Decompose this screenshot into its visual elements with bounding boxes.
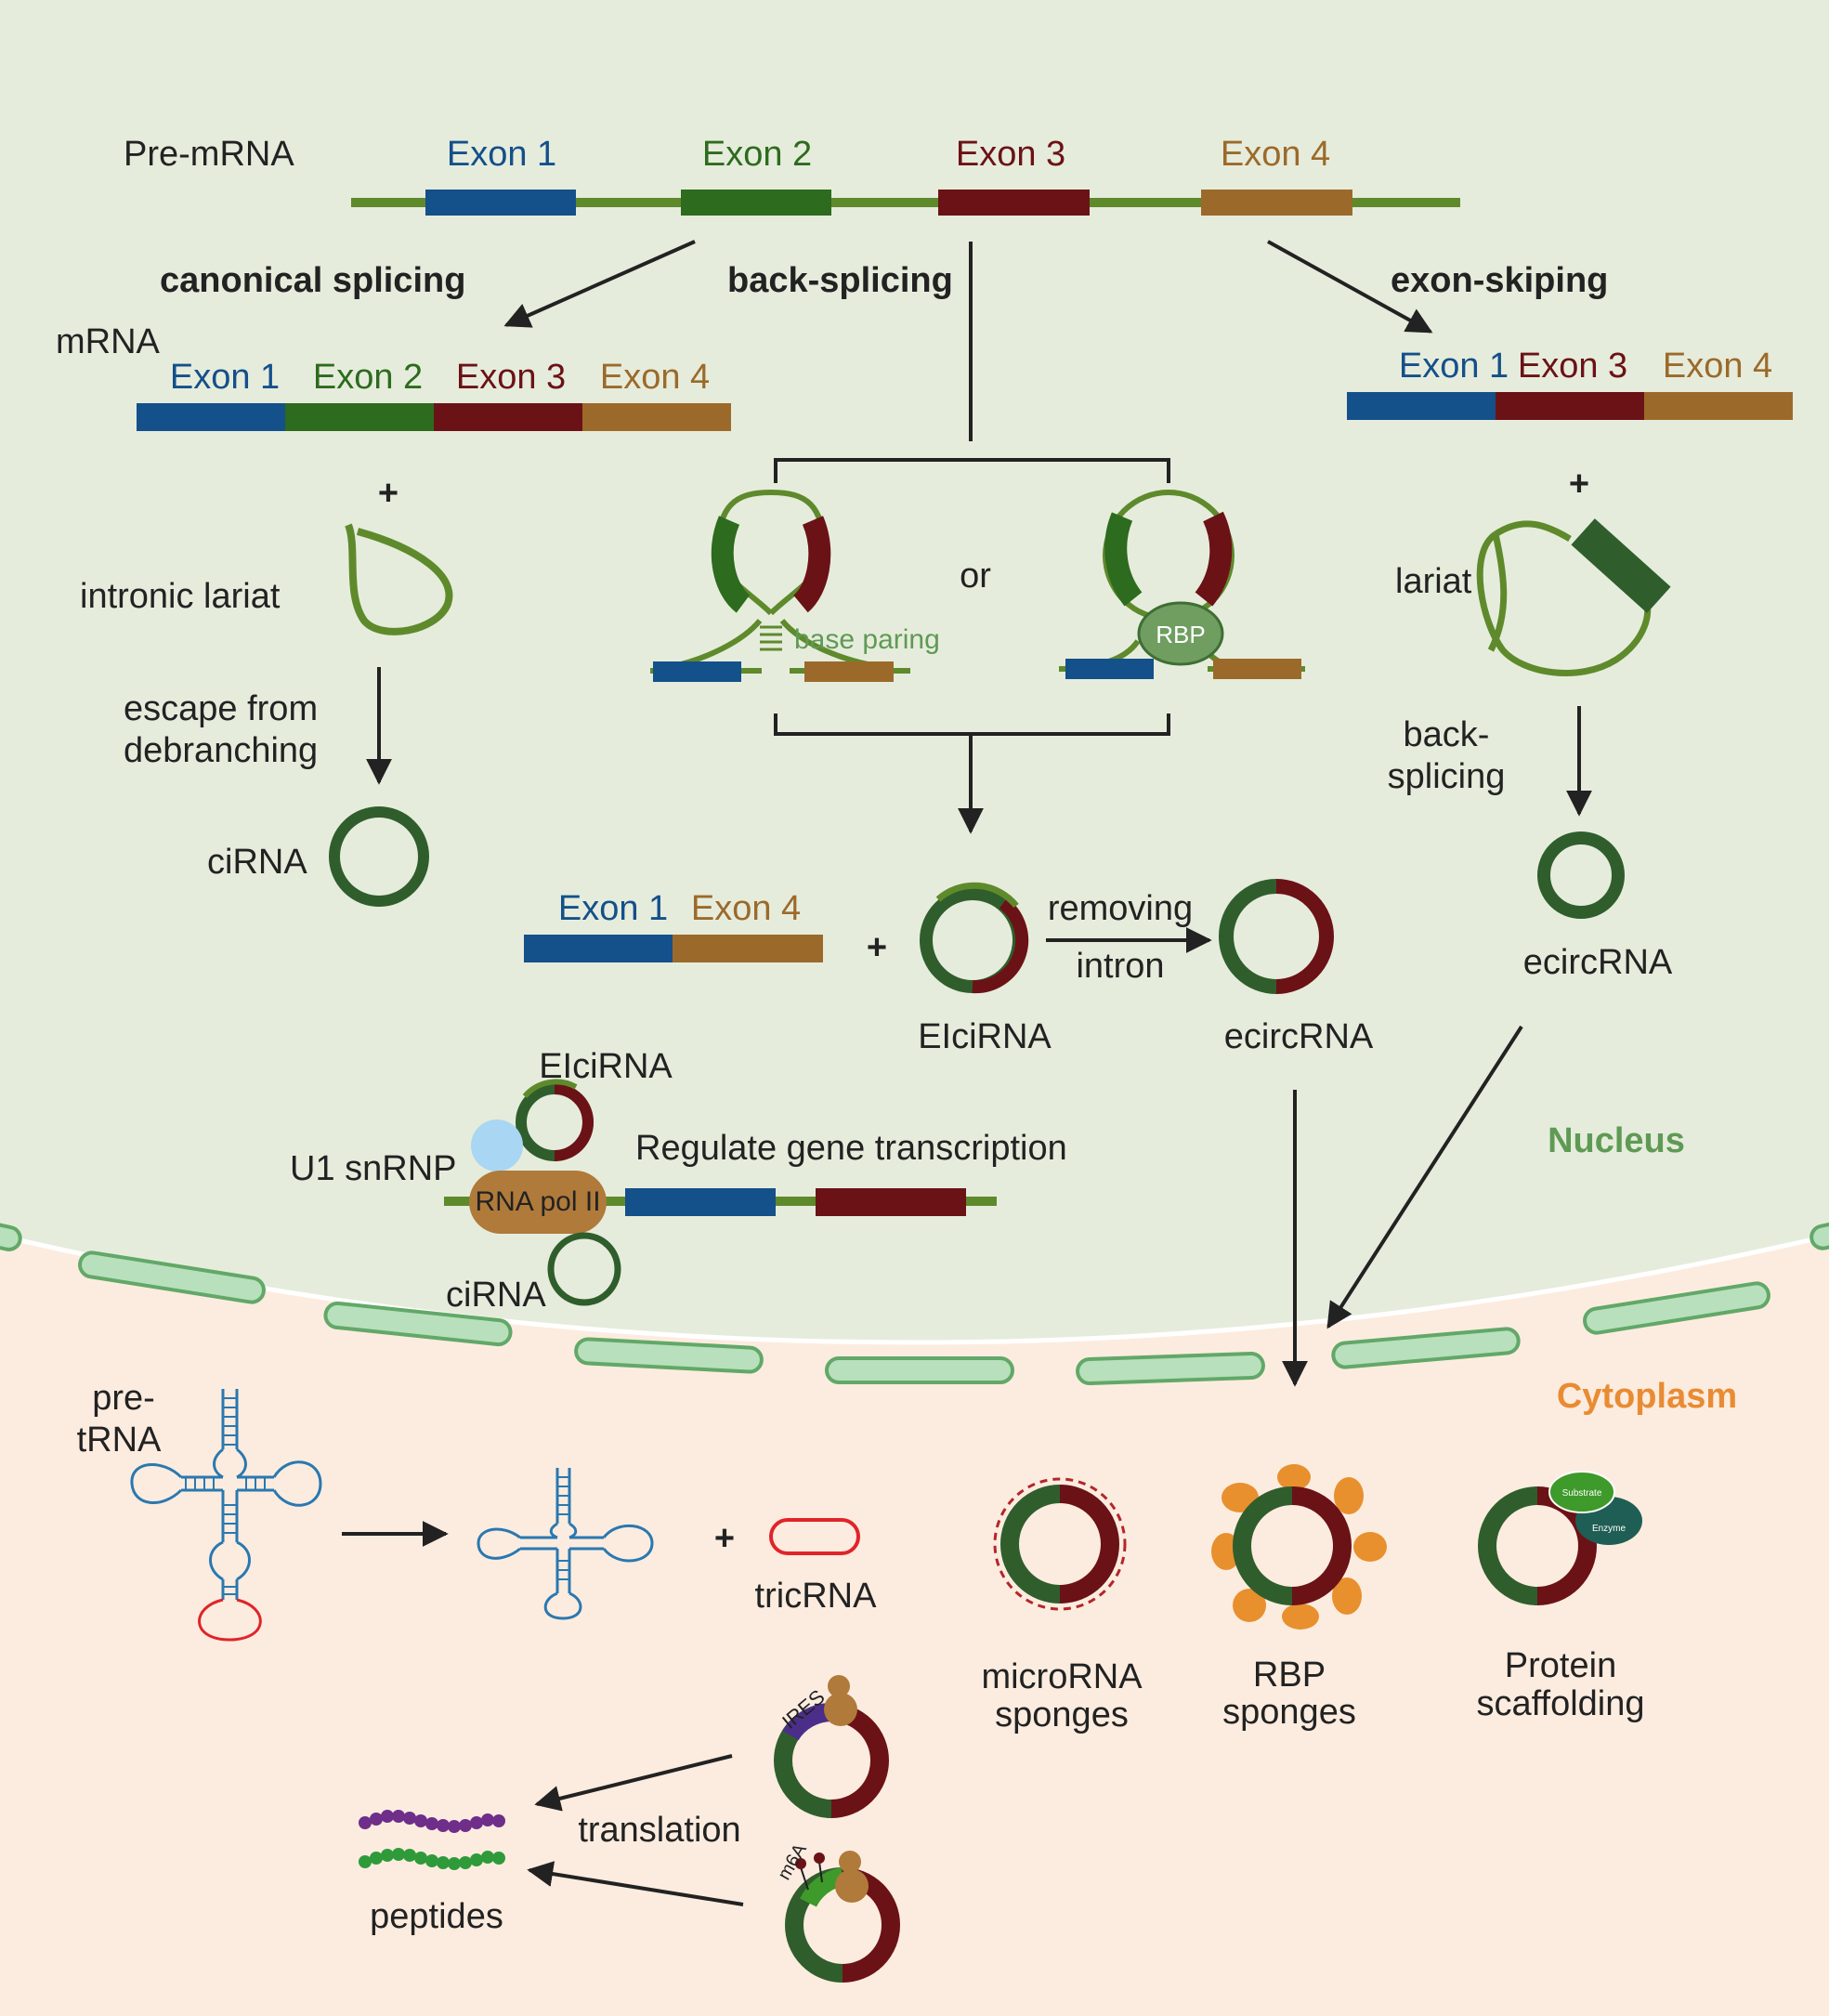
back-line1: back- [1404,715,1490,754]
rna-pol-ii [469,1171,607,1234]
peptide-icon [359,1848,505,1870]
arrow-icon [1267,240,1433,334]
protein-scaffold-icon [1478,1471,1642,1605]
mrna-exon4-label: Exon 4 [600,358,710,397]
product-exon4-label: Exon 4 [691,889,801,928]
mrna-label: mRNA [56,322,161,361]
exon-skipping-label: exon-skiping [1391,261,1608,300]
skip-exon3-label: Exon 3 [1518,347,1627,386]
ecircrna-circle [1219,879,1334,994]
rbp-label: RBP [1156,621,1205,648]
elcirna-label: EIciRNA [918,1017,1052,1056]
arrow-icon [527,1861,744,1906]
plus-sign: + [867,928,887,967]
lariat-label: lariat [1395,562,1472,601]
skipped-mrna-strand [1347,392,1793,420]
escape-line2: debranching [124,731,318,770]
nucleus-label: Nucleus [1548,1121,1685,1160]
rbp-sponge-icon [1211,1464,1387,1630]
intronic-lariat-label: intronic lariat [80,577,281,616]
arrow-icon [1326,1025,1523,1329]
ribosome-icon [835,1869,869,1903]
lariat-icon [345,523,453,635]
intron-label: intron [1076,947,1164,986]
microrna-line1: microRNA [981,1657,1143,1696]
elcirna-circle [920,882,1029,994]
trna-icon [130,1389,322,1600]
substrate-label: Substrate [1562,1488,1602,1499]
translation-label: translation [578,1811,740,1850]
mrna-exon2-label: Exon 2 [313,358,423,397]
or-label: or [960,556,991,596]
exon1-label: Exon 1 [447,135,556,174]
product-exon1-label: Exon 1 [558,889,668,928]
tricrna-label: tricRNA [755,1577,878,1616]
mrna-exon3-label: Exon 3 [456,358,566,397]
membrane-icon [0,1220,1829,1386]
ecircrna-label: ecircRNA [1224,1017,1374,1056]
rbp-protein [1137,601,1224,666]
removing-label: removing [1048,889,1193,928]
microrna-sponge-icon [993,1477,1127,1611]
peptide-icon [359,1810,505,1833]
ribosome-icon [824,1693,857,1726]
exon3-label: Exon 3 [956,135,1065,174]
exon4-label: Exon 4 [1221,135,1330,174]
regulate-label: Regulate gene transcription [635,1129,1067,1168]
canonical-splicing-label: canonical splicing [160,261,465,300]
exon2-label: Exon 2 [702,135,812,174]
cytoplasm-label: Cytoplasm [1557,1377,1737,1416]
skip-exon1-label: Exon 1 [1399,347,1509,386]
plus-sign: + [378,474,398,513]
arrow-icon [534,1754,733,1812]
rna-pol-ii-label: RNA pol II [475,1186,600,1217]
cirna-small-circle [547,1232,621,1306]
pre-trna-line2: tRNA [77,1420,162,1460]
lariat-icon [1476,518,1671,676]
enzyme-label: Enzyme [1592,1524,1627,1534]
back-splicing-label: back-splicing [727,261,953,300]
ires-circrna-icon [774,1675,889,1818]
nucleus-region [0,0,1829,1342]
peptides-label: peptides [370,1897,503,1936]
anticodon-loop [198,1598,262,1642]
ecircrna-circle-right [1537,831,1625,919]
m6a-circrna-icon [785,1851,900,1983]
escape-line1: escape from [124,689,318,728]
microrna-line2: sponges [995,1695,1129,1735]
protein-line2: scaffolding [1477,1684,1645,1723]
mrna-exon1-label: Exon 1 [170,358,280,397]
elcirna-small-circle [516,1079,594,1161]
tricrna-icon [769,1518,860,1555]
cirna-bottom-label: ciRNA [446,1276,546,1315]
cirna-label: ciRNA [207,843,307,882]
pre-mrna-label: Pre-mRNA [124,135,294,174]
rbp-sponge-line1: RBP [1253,1656,1326,1695]
pre-mrna-strand [351,190,1460,216]
rbp-sponge-line2: sponges [1222,1693,1356,1732]
mrna-strand [137,403,731,431]
back-line2: splicing [1388,757,1506,796]
trna-icon [477,1468,654,1620]
pre-trna-line1: pre- [92,1379,155,1418]
ecircrna-right-label: ecircRNA [1523,943,1673,982]
base-pairing-loop [650,489,910,682]
plus-sign: + [714,1519,735,1558]
u1-snrnp-particle [471,1119,523,1172]
protein-line1: Protein [1505,1646,1616,1685]
bracket-top [774,458,1170,483]
cirna-circle [329,806,429,907]
arrow-icon [503,240,696,328]
u1-snrnp-label: U1 snRNP [290,1149,457,1188]
skip-exon4-label: Exon 4 [1663,347,1772,386]
plus-sign: + [1569,465,1589,504]
rbp-loop [1059,490,1305,679]
base-paring-label: base paring [794,624,940,655]
